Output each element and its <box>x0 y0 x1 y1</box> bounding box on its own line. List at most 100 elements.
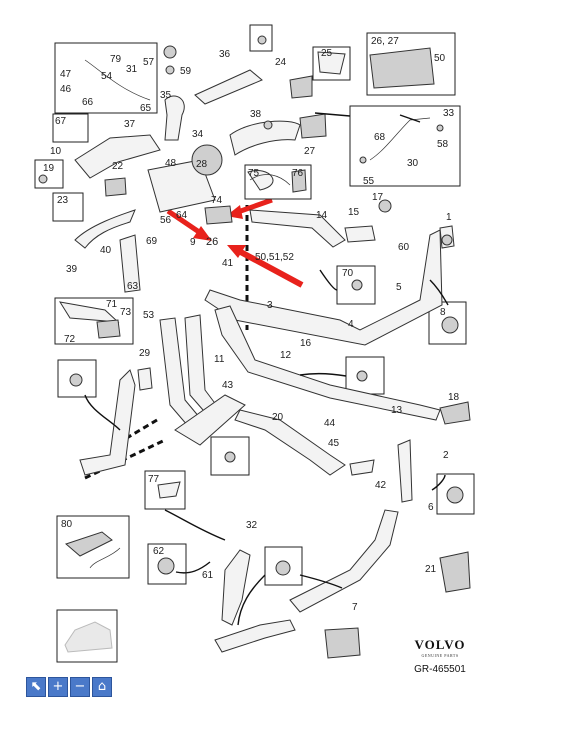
part-label: 32 <box>246 520 258 531</box>
cable-part <box>89 547 121 569</box>
filter-part <box>324 627 361 659</box>
callout-curve <box>84 394 121 431</box>
callout-curve <box>299 373 347 377</box>
part-label: 34 <box>192 129 204 140</box>
bracket-part <box>344 225 376 243</box>
part-label: 47 <box>60 69 72 80</box>
part-label: 48 <box>165 158 177 169</box>
inset-box <box>144 470 186 510</box>
part-label: 4 <box>348 319 354 330</box>
part-label: 7 <box>352 602 358 613</box>
clip-part <box>163 45 177 59</box>
car-silhouette <box>64 621 113 653</box>
duct-part <box>214 305 441 421</box>
part-label: 11 <box>214 354 225 365</box>
part-label: 72 <box>64 334 76 345</box>
part-label: 65 <box>140 103 152 114</box>
zoom-toolbar: ⬉ + − ⌂ <box>26 677 112 697</box>
part-label: 30 <box>407 158 419 169</box>
clip-part <box>247 170 274 191</box>
part-label: 76 <box>292 168 304 179</box>
home-icon[interactable]: ⌂ <box>92 677 112 697</box>
pointer-icon[interactable]: ⬉ <box>26 677 46 697</box>
clip-part <box>317 51 346 75</box>
red-arrow <box>166 208 212 241</box>
part-label: 39 <box>66 264 78 275</box>
part-label: 53 <box>143 310 155 321</box>
part-label: 2 <box>443 450 449 461</box>
clip-part <box>446 486 464 504</box>
callout-curve <box>164 509 226 541</box>
screw-part <box>257 35 267 45</box>
part-label: 28 <box>196 159 208 170</box>
screw-part <box>224 451 236 463</box>
part-label: 12 <box>280 350 292 361</box>
part-label: 15 <box>348 207 360 218</box>
bracket-part <box>137 367 153 391</box>
duct-part <box>79 369 136 476</box>
part-label: 3 <box>267 300 273 311</box>
bracket-part <box>349 459 375 476</box>
vent-part <box>204 205 233 225</box>
part-label: 57 <box>143 57 155 68</box>
cable-part <box>84 59 151 101</box>
brand-block: VOLVO GENUINE PARTS GR-465501 <box>405 637 475 675</box>
duct-part <box>164 95 185 141</box>
duct-part <box>119 234 141 293</box>
part-label: 73 <box>120 307 132 318</box>
duct-part <box>174 394 246 446</box>
part-label: 50 <box>434 53 446 64</box>
callout-curve <box>299 574 343 589</box>
part-label: 43 <box>222 380 234 391</box>
part-label: 70 <box>342 268 354 279</box>
part-label: 74 <box>211 195 223 206</box>
part-label: 54 <box>101 71 113 82</box>
inset-box <box>349 105 461 187</box>
duct-part <box>214 619 296 653</box>
part-label: 40 <box>100 245 112 256</box>
duct-part <box>74 209 136 249</box>
part-label: 77 <box>148 474 160 485</box>
part-label: 22 <box>112 161 124 172</box>
part-label: 59 <box>180 66 192 77</box>
inset-box <box>52 113 89 143</box>
part-label: 21 <box>425 564 437 575</box>
part-label: 29 <box>139 348 151 359</box>
part-label: 8 <box>440 307 446 318</box>
vent-part <box>104 177 127 197</box>
part-label: 75 <box>248 168 260 179</box>
part-label: 5 <box>396 282 402 293</box>
part-label: 27 <box>304 146 316 157</box>
clip-part <box>157 557 175 575</box>
part-label: 62 <box>153 546 165 557</box>
sensor-part <box>378 199 392 213</box>
clip-part <box>441 316 459 334</box>
part-label: 26, 27 <box>371 36 399 47</box>
screw-part <box>165 65 175 75</box>
brand-subtitle: GENUINE PARTS <box>421 653 459 658</box>
callout-curve <box>399 114 421 123</box>
inset-box <box>52 192 84 222</box>
diagram-reference: GR-465501 <box>414 664 466 675</box>
screw-part <box>356 370 368 382</box>
inset-box <box>34 159 64 189</box>
part-label: 1 <box>446 212 452 223</box>
part-label: 42 <box>375 480 387 491</box>
screw-part <box>38 174 48 184</box>
part-label: 14 <box>316 210 328 221</box>
part-label: 45 <box>328 438 340 449</box>
vent-part <box>289 75 313 99</box>
cable-part <box>249 174 291 186</box>
part-label: 38 <box>250 109 262 120</box>
duct-part <box>194 69 263 105</box>
part-label: 6 <box>428 502 434 513</box>
callout-curve <box>237 574 266 626</box>
zoom-out-icon[interactable]: − <box>70 677 90 697</box>
duct-part <box>234 409 346 476</box>
part-label: 35 <box>160 90 172 101</box>
part-label: 71 <box>106 299 118 310</box>
zoom-in-icon[interactable]: + <box>48 677 68 697</box>
callout-curve <box>314 112 351 117</box>
part-label: 31 <box>126 64 138 75</box>
part-label: 24 <box>275 57 287 68</box>
